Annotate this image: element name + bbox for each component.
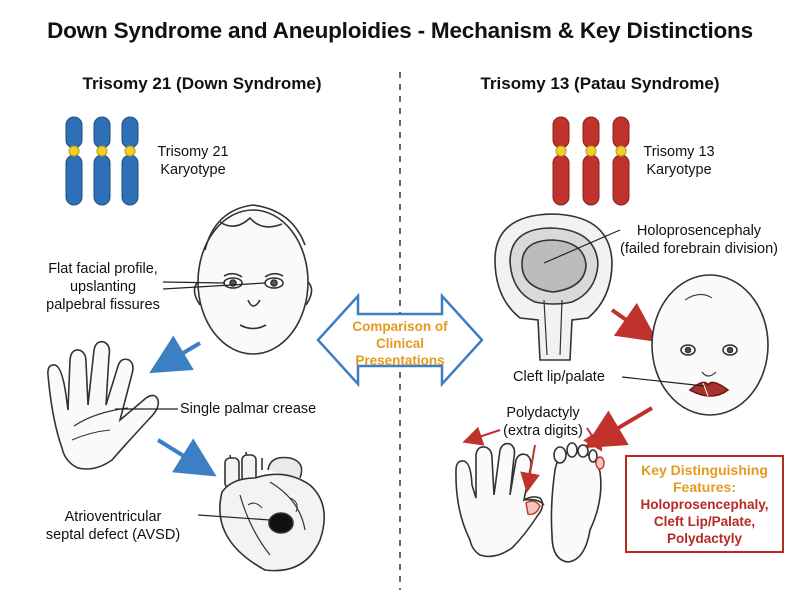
palmar-crease-label: Single palmar crease [180,401,317,417]
polydactyly-foot-illustration [550,442,602,563]
facial-features-label: Flat facial profile, upslanting palpebra… [28,260,178,314]
arrow-hand-to-heart [156,438,217,477]
face-line2: upslanting [69,279,137,295]
comparison-label: Comparison of Clinical Presentations [330,318,470,369]
poly-line2: (extra digits) [503,423,583,439]
key-feature-3: Polydactyly [666,531,743,546]
trisomy21-heading: Trisomy 21 (Down Syndrome) [82,74,322,93]
karyotype21-line2: Karyotype [160,162,226,178]
heart-pointer-line [197,514,271,521]
key-title-line2: Features: [672,479,737,495]
cleft-lip-label: Cleft lip/palate [513,369,605,385]
trisomy21-chromosomes [65,116,139,206]
face-line3: palpebral fissures [46,297,160,313]
avsd-line2: septal defect (AVSD) [45,527,181,543]
brain-pointer-line [543,229,621,264]
infant-face-illustration [651,274,769,416]
brain-illustration [494,213,613,361]
holoprosencephaly-label: Holoprosencephaly (failed forebrain divi… [604,222,794,258]
comparison-line2: Clinical [375,336,424,351]
key-feature-2: Cleft Lip/Palate, [653,514,756,529]
face-line1: Flat facial profile, [48,261,158,277]
polydactyly-hand-illustration [455,442,545,558]
key-features-box: Key Distinguishing Features: Holoprosenc… [625,455,784,553]
avsd-line1: Atrioventricular [64,509,162,525]
holo-line1: Holoprosencephaly [636,223,762,239]
face-pointer-lines [162,281,266,290]
comparison-double-arrow [316,292,484,388]
arrow-poly-foot [583,427,603,452]
trisomy21-karyotype-label: Trisomy 21 Karyotype [148,143,238,179]
avsd-label: Atrioventricular septal defect (AVSD) [28,508,198,544]
karyotype13-line2: Karyotype [646,162,712,178]
polydactyly-label: Polydactyly (extra digits) [488,404,598,440]
key-feature-1: Holoprosencephaly, [640,497,769,512]
holo-line2: (failed forebrain division) [620,241,778,257]
extra-digit-foot [595,456,605,470]
comparison-line3: Presentations [355,353,445,368]
arrow-poly-hand-center [520,444,540,493]
page-title: Down Syndrome and Aneuploidies - Mechani… [47,18,753,43]
trisomy13-chromosomes [552,116,630,206]
key-title-line1: Key Distinguishing [641,462,768,478]
arrow-face-to-hand [149,335,202,374]
comparison-line1: Comparison of [352,319,448,334]
poly-line1: Polydactyly [506,405,580,421]
karyotype21-line1: Trisomy 21 [157,144,229,160]
trisomy13-heading: Trisomy 13 (Patau Syndrome) [480,74,720,93]
arrow-poly-hand-left [462,426,501,446]
cleft-pointer-line [621,376,705,387]
heart-illustration [219,451,326,572]
arrow-brain-to-infant [610,302,659,343]
arrow-infant-to-foot [584,406,654,449]
trisomy13-karyotype-label: Trisomy 13 Karyotype [634,143,724,179]
karyotype13-line1: Trisomy 13 [643,144,715,160]
extra-digit-hand [525,500,541,516]
hand-illustration [47,340,160,470]
child-face-illustration [193,204,313,355]
